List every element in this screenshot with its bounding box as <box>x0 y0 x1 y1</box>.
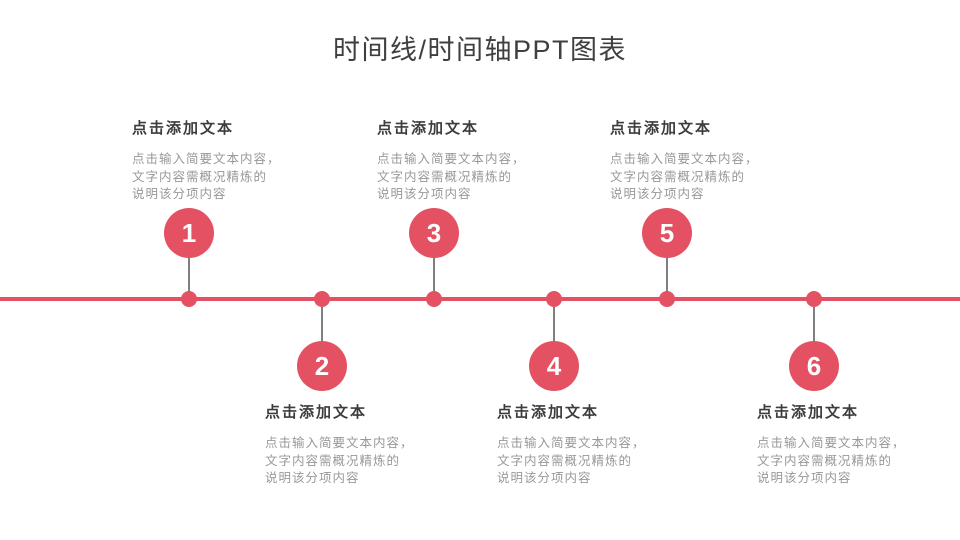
connector-line <box>813 299 815 342</box>
item-heading[interactable]: 点击添加文本 <box>497 404 600 421</box>
timeline-dot <box>546 291 562 307</box>
item-body[interactable]: 点击输入简要文本内容， 文字内容需概况精炼的 说明该分项内容 <box>610 152 759 201</box>
milestone-number: 3 <box>426 217 442 248</box>
connector-line <box>553 299 555 342</box>
text-placeholder-5[interactable]: 点击添加文本 点击输入简要文本内容， 文字内容需概况精炼的 说明该分项内容 <box>610 117 795 204</box>
milestone-circle-1: 1 <box>164 208 214 258</box>
timeline-dot <box>314 291 330 307</box>
item-body[interactable]: 点击输入简要文本内容， 文字内容需概况精炼的 说明该分项内容 <box>757 436 906 485</box>
timeline-dot <box>806 291 822 307</box>
milestone-circle-4: 4 <box>529 341 579 391</box>
connector-line <box>433 257 435 299</box>
text-placeholder-6[interactable]: 点击添加文本 点击输入简要文本内容， 文字内容需概况精炼的 说明该分项内容 <box>757 401 942 488</box>
item-body[interactable]: 点击输入简要文本内容， 文字内容需概况精炼的 说明该分项内容 <box>497 436 646 485</box>
milestone-number: 2 <box>314 350 330 381</box>
item-heading[interactable]: 点击添加文本 <box>265 404 368 421</box>
milestone-number: 1 <box>181 217 197 248</box>
connector-line <box>666 257 668 299</box>
timeline-dot <box>426 291 442 307</box>
milestone-circle-2: 2 <box>297 341 347 391</box>
text-placeholder-1[interactable]: 点击添加文本 点击输入简要文本内容， 文字内容需概况精炼的 说明该分项内容 <box>132 117 317 204</box>
item-body[interactable]: 点击输入简要文本内容， 文字内容需概况精炼的 说明该分项内容 <box>132 152 281 201</box>
text-placeholder-3[interactable]: 点击添加文本 点击输入简要文本内容， 文字内容需概况精炼的 说明该分项内容 <box>377 117 562 204</box>
connector-line <box>188 257 190 299</box>
item-body[interactable]: 点击输入简要文本内容， 文字内容需概况精炼的 说明该分项内容 <box>265 436 414 485</box>
milestone-number: 4 <box>546 350 562 381</box>
page-title: 时间线/时间轴PPT图表 <box>332 35 627 65</box>
text-placeholder-4[interactable]: 点击添加文本 点击输入简要文本内容， 文字内容需概况精炼的 说明该分项内容 <box>497 401 682 488</box>
milestone-circle-3: 3 <box>409 208 459 258</box>
timeline-dot <box>181 291 197 307</box>
item-heading[interactable]: 点击添加文本 <box>377 120 480 137</box>
timeline-axis-line <box>0 297 960 301</box>
timeline-dot <box>659 291 675 307</box>
item-heading[interactable]: 点击添加文本 <box>610 120 713 137</box>
milestone-circle-6: 6 <box>789 341 839 391</box>
connector-line <box>321 299 323 342</box>
item-body[interactable]: 点击输入简要文本内容， 文字内容需概况精炼的 说明该分项内容 <box>377 152 526 201</box>
milestone-number: 5 <box>659 217 675 248</box>
milestone-circle-5: 5 <box>642 208 692 258</box>
item-heading[interactable]: 点击添加文本 <box>132 120 235 137</box>
text-placeholder-2[interactable]: 点击添加文本 点击输入简要文本内容， 文字内容需概况精炼的 说明该分项内容 <box>265 401 450 488</box>
milestone-number: 6 <box>806 350 822 381</box>
item-heading[interactable]: 点击添加文本 <box>757 404 860 421</box>
